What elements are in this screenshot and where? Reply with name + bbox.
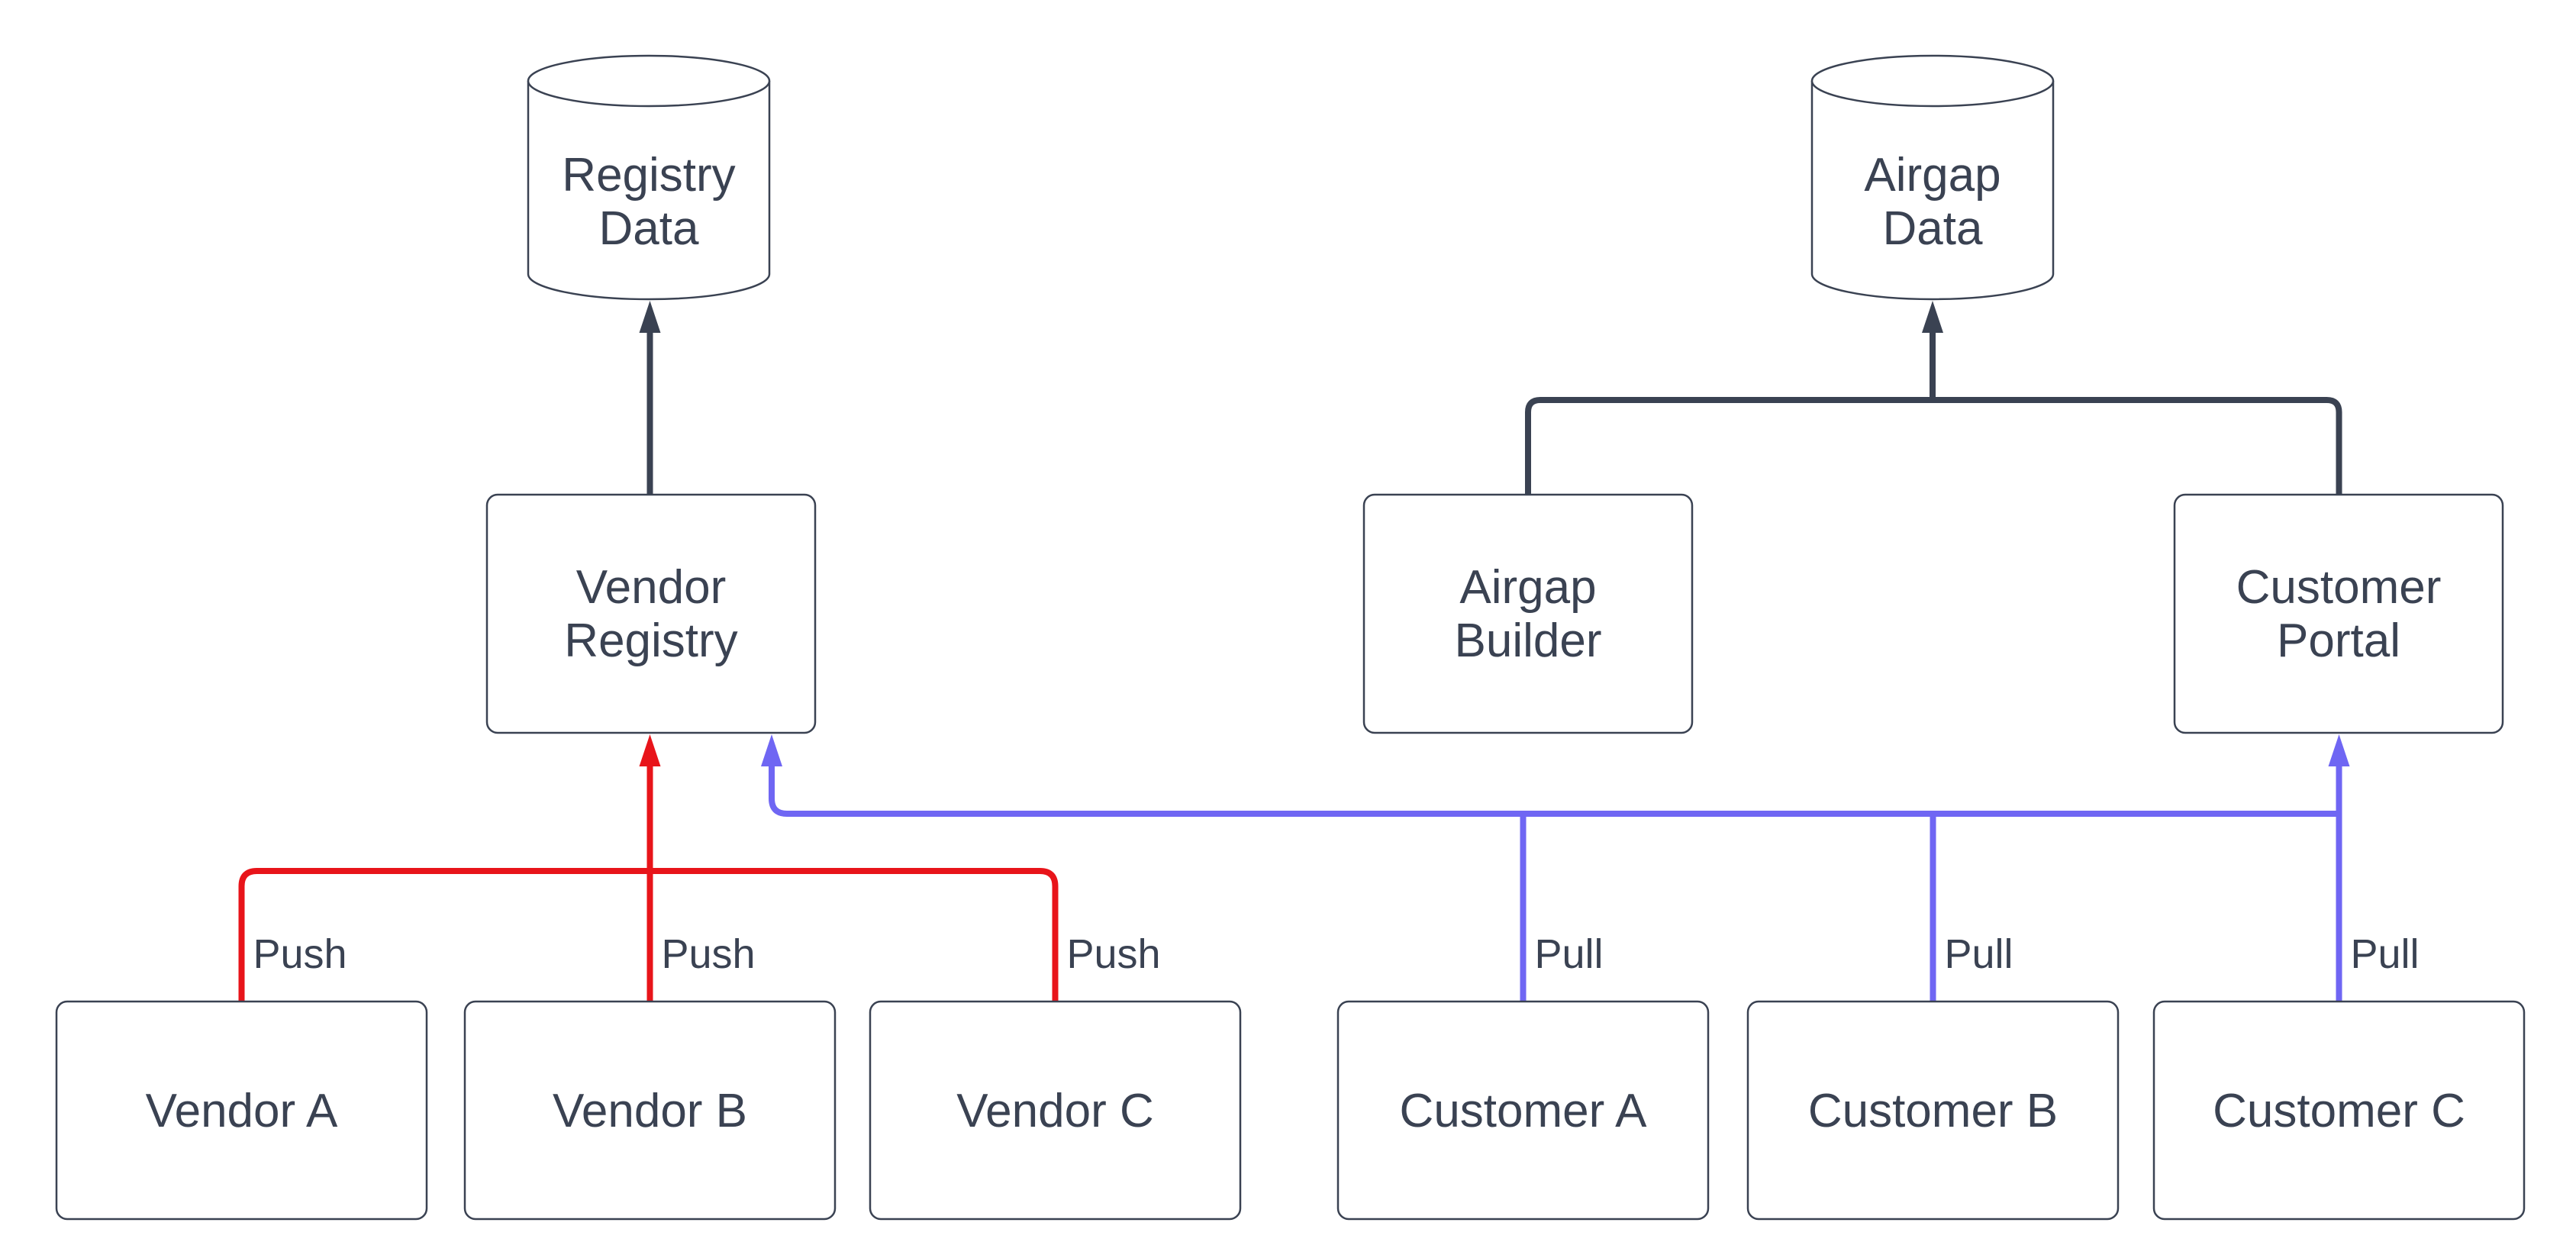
registry-data-cylinder-top: [527, 54, 771, 108]
edge-airgap-builder-portal-bus: [1525, 397, 2342, 495]
airgap-data-cylinder-body: [1810, 81, 2055, 301]
push-label-vendor-b: Push: [662, 931, 756, 977]
dark-edges: [646, 333, 2342, 495]
registry-data-label-line2: Data: [599, 202, 699, 255]
node-customer-c: [2152, 1000, 2526, 1221]
airgap-data-label-line2: Data: [1883, 202, 1983, 255]
diagram-text: Registry Data Airgap Data Vendor Registr…: [146, 149, 2465, 1137]
node-vendor-c: [869, 1000, 1242, 1221]
edge-pull-bus: [769, 766, 2339, 817]
airgap-builder-label-line2: Builder: [1455, 614, 1602, 667]
node-customer-b: [1746, 1000, 2120, 1221]
customer-a-label: Customer A: [1400, 1085, 1648, 1137]
arrowhead-into-registry-data: [639, 301, 661, 333]
push-label-vendor-a: Push: [253, 931, 347, 977]
node-airgap-data-cylinder: [1810, 54, 2055, 301]
arrowhead-into-airgap-data: [1922, 301, 1943, 333]
vendor-registry-label-line1: Vendor: [576, 561, 727, 614]
customer-c-label: Customer C: [2213, 1085, 2465, 1137]
node-vendor-a: [55, 1000, 428, 1221]
red-arrowheads: [639, 734, 661, 766]
arrowhead-pull-into-vendor-registry: [761, 734, 782, 766]
airgap-data-cylinder-top: [1810, 54, 2055, 108]
registry-data-cylinder-body: [527, 81, 771, 301]
node-vendor-b: [463, 1000, 837, 1221]
pull-label-customer-a: Pull: [1535, 931, 1604, 977]
blue-edges: [769, 766, 2342, 1002]
airgap-data-label-line1: Airgap: [1864, 149, 2001, 202]
red-edges: [238, 765, 1059, 1002]
arrowhead-pull-into-customer-portal: [2328, 734, 2350, 766]
vendor-registry-label-line2: Registry: [564, 614, 737, 667]
blue-arrowheads: [761, 734, 2350, 766]
pull-label-customer-c: Pull: [2351, 931, 2420, 977]
push-label-vendor-c: Push: [1067, 931, 1161, 977]
customer-portal-label-line2: Portal: [2277, 614, 2400, 667]
registry-data-label-line1: Registry: [562, 149, 735, 202]
node-customer-portal: [2173, 493, 2504, 734]
customer-b-label: Customer B: [1808, 1085, 2058, 1137]
vendor-a-label: Vendor A: [146, 1085, 338, 1137]
pull-label-customer-b: Pull: [1945, 931, 2013, 977]
vendor-c-label: Vendor C: [956, 1085, 1154, 1137]
node-customer-a: [1336, 1000, 1710, 1221]
node-shapes: [55, 54, 2526, 1221]
node-airgap-builder: [1362, 493, 1694, 734]
node-vendor-registry: [485, 493, 817, 734]
arrowhead-into-vendor-registry: [639, 734, 661, 766]
node-registry-data-cylinder: [527, 54, 771, 301]
dark-arrowheads: [639, 301, 1943, 333]
customer-portal-label-line1: Customer: [2236, 561, 2442, 614]
airgap-builder-label-line1: Airgap: [1459, 561, 1596, 614]
vendor-b-label: Vendor B: [553, 1085, 747, 1137]
